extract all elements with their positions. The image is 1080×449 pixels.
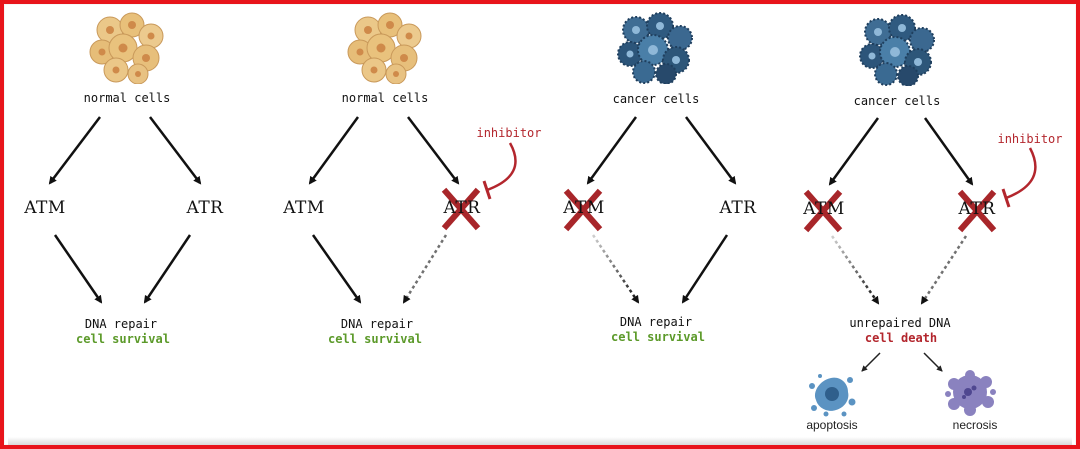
inhibitor-label: inhibitor [476,126,542,140]
inhibitor-bar-4 [1001,188,1011,208]
atm-label: ATM [803,199,845,219]
arrow-atr-to-repair-3 [681,234,729,304]
x-mark-icon [563,188,603,232]
arrow-atm-to-unrepaired-4-blocked [830,235,880,305]
outcome-cell-survival: cell survival [611,330,705,344]
normal-cells-icon [89,12,164,84]
arrow-normal-to-atm-1 [48,116,101,185]
atr-label: ATR [443,198,481,218]
outcome-dna-repair: DNA repair [84,317,158,331]
outcome-cell-survival: cell survival [328,332,422,346]
x-mark-icon [803,189,843,233]
arrow-cancer-to-atm-3 [586,116,638,185]
arrow-cancer-to-atr-3 [684,116,737,185]
population-label: cancer cells [612,92,700,106]
arrow-atr-to-repair-2-blocked [402,234,448,304]
normal-cells-icon [347,12,422,84]
population-label: normal cells [83,91,171,105]
outcome-cell-death: cell death [864,331,938,345]
apoptosis-icon [809,374,856,417]
atm-label: ATM [24,198,66,218]
x-mark-icon [957,189,997,233]
atm-label: ATM [283,198,325,218]
arrow-cancer-to-atm-4 [828,117,880,186]
necrosis-label: necrosis [952,418,998,432]
arrow-normal-to-atr-1 [149,116,202,185]
arrow-to-necrosis [923,352,943,372]
outcome-dna-repair: DNA repair [619,315,693,329]
atr-label: ATR [186,198,224,218]
inhibitor-curve-2 [486,142,517,192]
cancer-cells-icon [859,14,935,86]
population-label: normal cells [341,91,429,105]
outcome-cell-survival: cell survival [76,332,170,346]
arrow-atm-to-repair-1 [53,234,103,304]
arrow-normal-to-atr-2 [407,116,460,185]
atm-label: ATM [563,198,605,218]
atr-label: ATR [958,199,996,219]
arrow-atm-to-repair-2 [311,234,362,304]
arrow-cancer-to-atr-4 [923,117,974,186]
outcome-dna-repair: DNA repair [340,317,414,331]
apoptosis-label: apoptosis [806,418,858,432]
x-mark-icon [441,187,481,231]
outcome-unrepaired-dna: unrepaired DNA [849,316,951,330]
inhibitor-bar-2 [482,180,492,200]
arrow-normal-to-atm-2 [308,116,360,185]
inhibitor-label: inhibitor [997,132,1063,146]
inhibitor-curve-4 [1005,147,1037,200]
necrosis-icon [945,370,996,416]
arrow-atr-to-unrepaired-4-blocked [920,235,968,305]
atr-label: ATR [719,198,757,218]
arrow-to-apoptosis [861,352,881,372]
arrow-atr-to-repair-1 [143,234,192,304]
arrow-atm-to-repair-3-blocked [591,234,640,304]
population-label: cancer cells [853,94,941,108]
cancer-cells-icon [617,12,693,84]
